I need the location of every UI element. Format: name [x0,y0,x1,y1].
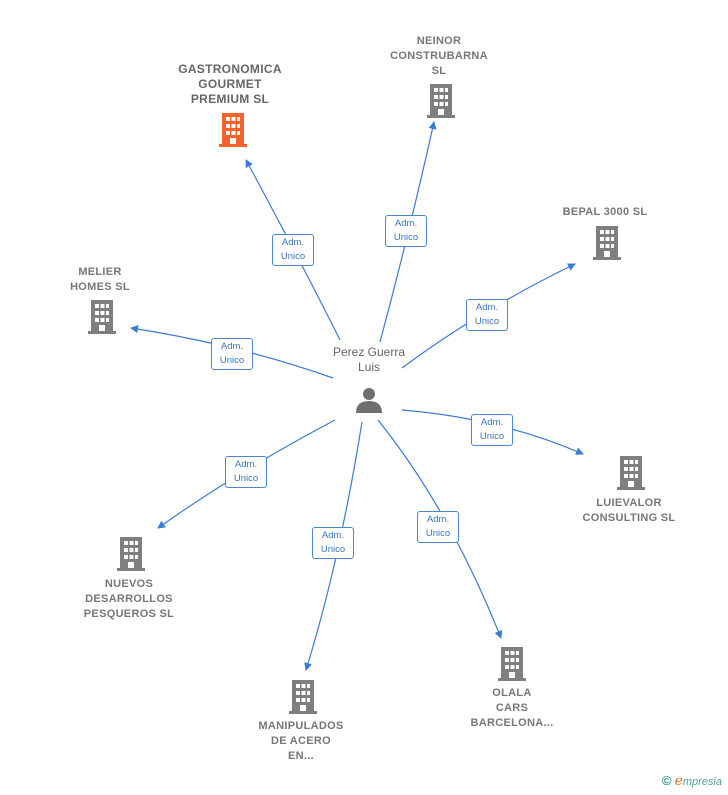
footer-brand[interactable]: © empresia [662,773,722,789]
company-label-neinor[interactable]: NEINOR CONSTRUBARNA SL [390,35,488,77]
role-badge-bepal[interactable]: Adm.Unico [466,299,508,331]
role-badge-luievalor[interactable]: Adm.Unico [471,414,513,446]
company-label-nuevos[interactable]: NUEVOS DESARROLLOS PESQUEROS SL [83,578,175,620]
brand-logo-e: e [674,773,683,789]
company-label-olala[interactable]: OLALA CARS BARCELONA... [470,687,554,729]
role-badge-nuevos[interactable]: Adm.Unico [225,456,267,488]
company-label-luievalor[interactable]: LUIEVALOR CONSULTING SL [582,497,676,524]
building-icon-gastronomica[interactable] [217,113,249,152]
company-label-manipulados[interactable]: MANIPULADOS DE ACERO EN... [258,720,344,762]
building-icon-luievalor[interactable] [615,456,647,495]
company-label-melier[interactable]: MELIER HOMES SL [70,266,130,293]
building-icon-melier[interactable] [86,300,118,339]
role-badge-gastronomica[interactable]: Adm.Unico [272,234,314,266]
center-person-label: Perez Guerra Luis [332,345,406,374]
company-label-bepal[interactable]: BEPAL 3000 SL [562,206,648,218]
person-icon[interactable] [355,386,383,419]
building-icon-manipulados[interactable] [287,680,319,719]
role-badge-neinor[interactable]: Adm.Unico [385,215,427,247]
copyright-symbol: © [661,773,672,788]
role-badge-manipulados[interactable]: Adm.Unico [312,527,354,559]
role-badge-melier[interactable]: Adm.Unico [211,338,253,370]
role-badge-olala[interactable]: Adm.Unico [417,511,459,543]
building-icon-bepal[interactable] [591,226,623,265]
building-icon-olala[interactable] [496,647,528,686]
company-label-gastronomica[interactable]: GASTRONOMICA GOURMET PREMIUM SL [178,62,282,106]
brand-logo-text: mpresia [682,776,722,788]
building-icon-nuevos[interactable] [115,537,147,576]
building-icon-neinor[interactable] [425,84,457,123]
